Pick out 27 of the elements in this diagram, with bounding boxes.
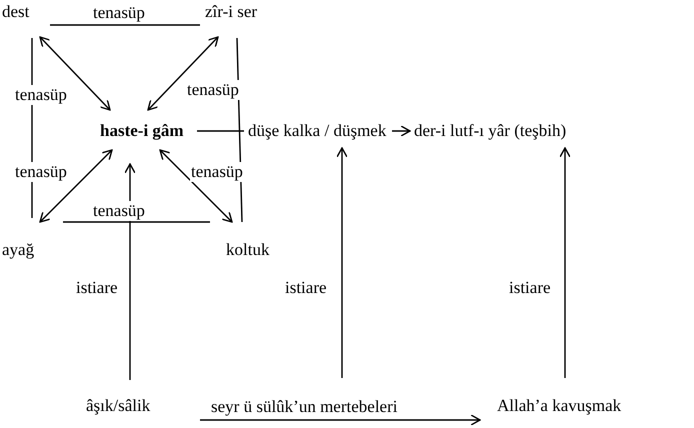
connector-line — [63, 221, 210, 223]
edge-label: tenasüp — [190, 162, 244, 182]
term-label: âşık/sâlik — [86, 396, 150, 416]
double-arrow — [39, 149, 113, 223]
term-label: dest — [2, 2, 30, 22]
arrow — [200, 414, 481, 426]
arrow — [124, 163, 136, 380]
term-label: zîr-i ser — [205, 2, 258, 22]
term-label: der-i lutf-ı yâr (teşbih) — [414, 121, 566, 141]
term-label: haste-i gâm — [100, 121, 184, 141]
arrow — [392, 125, 411, 137]
arrow — [559, 147, 571, 378]
term-label: ayağ — [2, 240, 34, 260]
double-arrow — [159, 149, 233, 223]
double-arrow — [39, 36, 111, 111]
arrow — [336, 147, 348, 378]
edge-label: tenasüp — [92, 201, 146, 221]
term-label: koltuk — [226, 240, 270, 260]
connector-line — [197, 130, 244, 132]
edge-label: seyr ü sülûk’un mertebeleri — [210, 397, 398, 417]
edge-label: tenasüp — [14, 85, 68, 105]
edge-label: tenasüp — [186, 80, 240, 100]
edge-label: tenasüp — [14, 162, 68, 182]
connector-line — [50, 24, 200, 26]
term-label: düşe kalka / düşmek — [248, 121, 386, 141]
term-label: Allah’a kavuşmak — [497, 396, 622, 416]
double-arrow — [147, 36, 219, 111]
